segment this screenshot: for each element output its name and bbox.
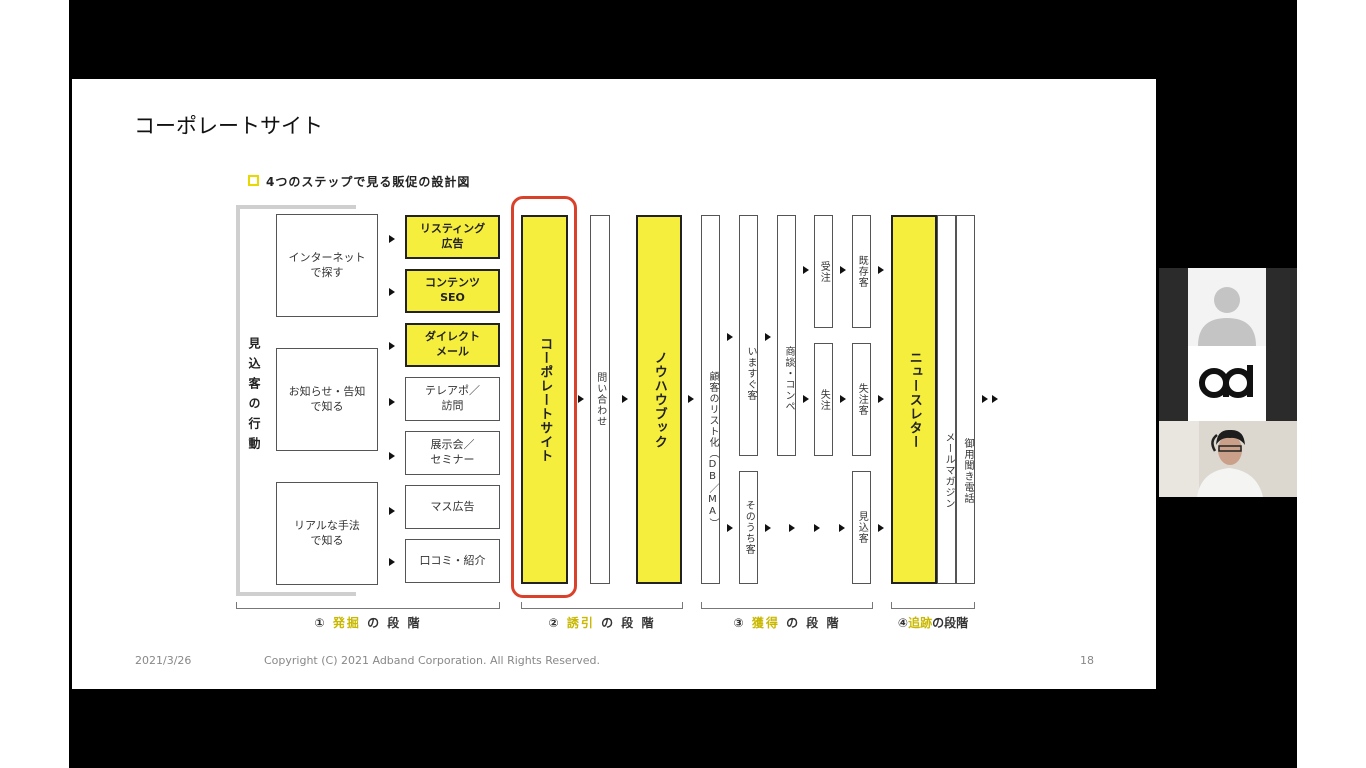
behavior-internet: インターネット で探す [276,214,378,317]
later-customer-box: そのうち客 [739,471,758,584]
negotiation-box: 商談・コンペ [777,215,796,456]
arrow [389,452,395,460]
customer-behavior-bracket [236,205,356,596]
channel-content-seo: コンテンツ SEO [405,269,500,313]
arrow [389,342,395,350]
arrow [727,333,733,341]
shared-slide: コーポレートサイト 4つのステップで見る販促の設計図 見込客の行動 インターネッ… [72,79,1156,689]
slide-title: コーポレートサイト [134,114,323,138]
inquiry-box: 問い合わせ [590,215,610,584]
arrow [814,524,820,532]
arrow [765,524,771,532]
arrow [982,395,988,403]
arrow [803,266,809,274]
presenter-video-tile[interactable] [1159,421,1297,497]
arrow [578,395,584,403]
channel-listing-ad: リスティング 広告 [405,215,500,259]
channel-direct-mail: ダイレクト メール [405,323,500,367]
now-customer-box: いますぐ客 [739,215,758,456]
avatar-placeholder-icon [1198,287,1256,346]
corporate-site-box: コーポレートサイト [521,215,568,584]
arrow [389,398,395,406]
lost-customer-box: 失注客 [852,343,871,456]
call-box: 御用聞き電話 [956,215,975,584]
channel-exhibition: 展示会／ セミナー [405,431,500,475]
arrow [622,395,628,403]
arrow [688,395,694,403]
slide-date: 2021/3/26 [135,654,192,667]
phase-label-4: ④追跡の段階 [897,616,969,630]
channel-mass-ad: マス広告 [405,485,500,529]
order-box: 受注 [814,215,833,328]
phase-label-3: ③ 獲得 の 段 階 [733,616,841,630]
behavior-notice: お知らせ・告知 で知る [276,348,378,451]
phase-bracket-1 [236,602,500,609]
arrow [389,507,395,515]
lost-order-box: 失注 [814,343,833,456]
phase-bracket-4 [891,602,975,609]
customer-list-box: 顧客のリスト化（DB／MA） [701,215,720,584]
channel-word-of-mouth: 口コミ・紹介 [405,539,500,583]
slide-page-number: 18 [1080,654,1094,667]
existing-customer-box: 既存客 [852,215,871,328]
phase-bracket-3 [701,602,873,609]
prospect-box: 見込客 [852,471,871,584]
highlight-circle [511,196,577,598]
arrow [727,524,733,532]
arrow [389,558,395,566]
arrow [992,395,998,403]
arrow [840,266,846,274]
mail-magazine-box: メールマガジン [937,215,956,584]
arrow [389,288,395,296]
subtitle-marker [248,175,259,186]
participant-logo-tile[interactable] [1188,346,1266,421]
behavior-real: リアルな手法 で知る [276,482,378,585]
arrow [389,235,395,243]
arrow [840,395,846,403]
participant-avatar-tile[interactable] [1188,268,1266,346]
phase-bracket-2 [521,602,683,609]
arrow [765,333,771,341]
arrow [878,524,884,532]
phase-label-2: ② 誘引 の 段 階 [548,616,656,630]
adband-logo-icon [1199,365,1253,398]
knowhow-book-box: ノウハウブック [636,215,682,584]
arrow [878,395,884,403]
presenter-video-icon [1159,421,1297,497]
arrow [878,266,884,274]
side-label: 見込客の行動 [247,337,261,457]
arrow [789,524,795,532]
channel-teleapo: テレアポ／ 訪問 [405,377,500,421]
newsletter-box: ニュースレター [891,215,937,584]
diagram-subtitle: 4つのステップで見る販促の設計図 [266,175,471,189]
arrow [803,395,809,403]
phase-label-1: ① 発掘 の 段 階 [314,616,422,630]
slide-copyright: Copyright (C) 2021 Adband Corporation. A… [264,654,600,667]
arrow [839,524,845,532]
